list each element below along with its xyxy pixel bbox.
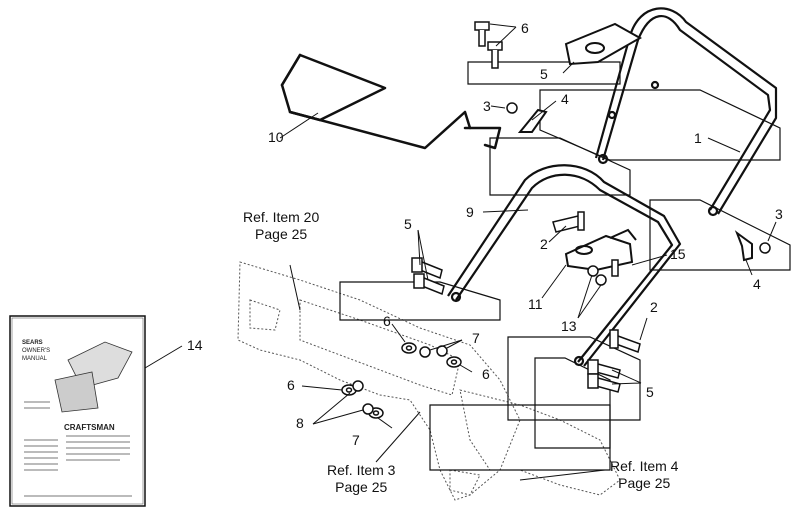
callout-4: 4 xyxy=(753,276,761,292)
callout-9: 10 xyxy=(268,129,284,145)
ref-item-3-line2: Page 25 xyxy=(335,479,388,495)
callout-5: 5 xyxy=(646,384,654,400)
callout-8: 9 xyxy=(466,204,474,220)
callout-7: 8 xyxy=(296,415,304,431)
part-12-screws xyxy=(474,21,503,69)
part-6-washers xyxy=(341,342,462,419)
ref-item-20-line1: Ref. Item 20 xyxy=(243,209,320,225)
part-10-bracket xyxy=(564,228,637,272)
part-1-upper-handle xyxy=(594,7,778,217)
callout-11: 5 xyxy=(540,66,548,82)
manual-brand-top: SEARS xyxy=(22,340,43,346)
callout-1: 1 xyxy=(694,130,702,146)
callout-15: 14 xyxy=(187,337,203,353)
ref-item-4-label: Ref. Item 4 Page 25 xyxy=(610,458,678,492)
part-8-lower-handle xyxy=(447,164,682,367)
part-3-nut-upper xyxy=(506,102,518,114)
manual-title: OWNER'S xyxy=(22,348,51,354)
callout-10: 11 xyxy=(528,296,543,312)
callout-6: 7 xyxy=(352,432,360,448)
callout-6: 6 xyxy=(287,377,295,393)
callout-14: 15 xyxy=(670,246,686,262)
part-9-wire-bail xyxy=(280,53,502,150)
part-15-owners-manual xyxy=(9,315,146,507)
part-5-bolts xyxy=(411,257,621,393)
ref-item-4-line1: Ref. Item 4 xyxy=(610,458,679,474)
ref-item-20-label: Ref. Item 20 Page 25 xyxy=(243,209,319,243)
manual-subtitle: MANUAL xyxy=(22,356,48,362)
manual-brand: CRAFTSMAN xyxy=(64,423,115,432)
callout-2: 2 xyxy=(650,299,658,315)
callout-3: 3 xyxy=(483,98,491,114)
part-13-nuts xyxy=(587,265,607,286)
part-2-bolts xyxy=(552,211,641,353)
leader-lines xyxy=(144,23,777,481)
callout-3: 3 xyxy=(775,206,783,222)
callout-13: 13 xyxy=(561,318,577,334)
callout-2: 2 xyxy=(540,236,548,252)
callout-12: 6 xyxy=(521,20,529,36)
ref-item-3-label: Ref. Item 3 Page 25 xyxy=(327,462,395,496)
callout-4: 4 xyxy=(561,91,569,107)
part-7-nuts xyxy=(352,345,448,415)
part-3-nut-right xyxy=(759,242,771,254)
callout-7: 7 xyxy=(472,330,480,346)
part-4-plate-right xyxy=(734,230,753,262)
part-11-bracket xyxy=(564,22,643,66)
shadow-panels xyxy=(339,61,791,471)
ref-item-20-line2: Page 25 xyxy=(255,226,308,242)
ref-item-3-line1: Ref. Item 3 xyxy=(327,462,396,478)
callout-6: 6 xyxy=(383,313,391,329)
callout-5: 5 xyxy=(404,216,412,232)
mower-frame-outline xyxy=(237,261,621,501)
part-14-screw xyxy=(611,259,619,277)
part-4-plate-upper xyxy=(517,108,548,133)
ref-item-4-line2: Page 25 xyxy=(618,475,671,491)
callout-6: 6 xyxy=(482,366,490,382)
